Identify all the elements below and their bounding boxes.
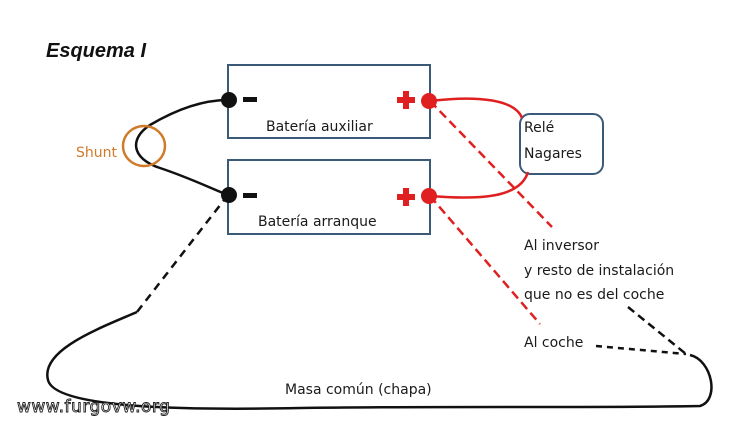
dashed-ground-lead bbox=[136, 194, 229, 313]
battery-starter-label: Batería arranque bbox=[258, 214, 377, 230]
relay-label-line1: Relé bbox=[524, 120, 554, 136]
watermark: www.furgovw.org bbox=[17, 397, 170, 417]
inverter-label-line1: Al inversor bbox=[524, 238, 599, 254]
diagram-title: Esquema I bbox=[46, 40, 146, 62]
inverter-label-line2: y resto de instalación bbox=[524, 263, 674, 279]
battery-auxiliary-label: Batería auxiliar bbox=[266, 119, 373, 135]
relay-box bbox=[519, 113, 604, 175]
common-ground-wire bbox=[46, 310, 713, 410]
to-car-label: Al coche bbox=[524, 335, 583, 351]
shunt-ring bbox=[121, 124, 167, 168]
start-minus-sign bbox=[243, 193, 257, 198]
battery-auxiliary bbox=[227, 64, 431, 139]
aux-negative-terminal bbox=[221, 92, 237, 108]
wire-aux-positive-to-relay bbox=[429, 97, 524, 119]
dashed-lead-to-car bbox=[429, 195, 541, 325]
wire-start-positive-to-relay bbox=[429, 171, 530, 199]
aux-plus-sign bbox=[397, 91, 415, 109]
relay-label-line2: Nagares bbox=[524, 146, 582, 162]
start-plus-sign bbox=[397, 188, 415, 206]
aux-positive-terminal bbox=[421, 93, 437, 109]
dashed-ground-inverter bbox=[627, 306, 687, 355]
shunt-label: Shunt bbox=[76, 145, 118, 161]
aux-minus-sign bbox=[243, 97, 257, 102]
ground-wire-shunt bbox=[134, 98, 229, 197]
dashed-ground-car bbox=[595, 344, 687, 356]
start-negative-terminal bbox=[221, 187, 237, 203]
common-ground-label: Masa común (chapa) bbox=[285, 382, 432, 398]
inverter-label-line3: que no es del coche bbox=[524, 287, 664, 303]
dashed-lead-to-inverter bbox=[429, 100, 553, 228]
battery-starter bbox=[227, 159, 431, 235]
start-positive-terminal bbox=[421, 188, 437, 204]
